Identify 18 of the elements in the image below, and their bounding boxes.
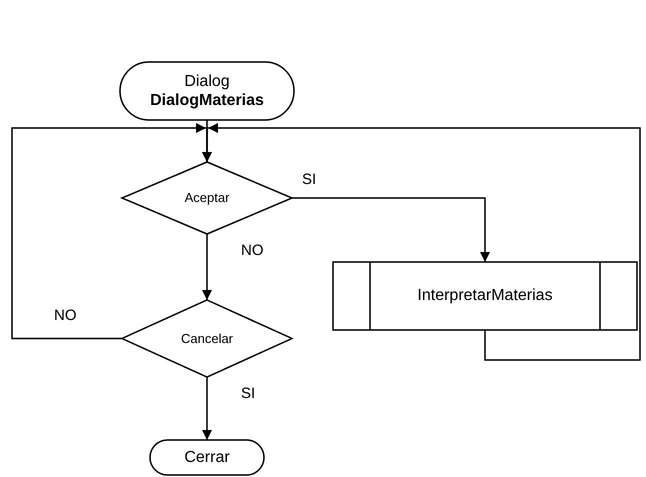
edge-label: SI — [302, 171, 316, 188]
node-label: Aceptar — [184, 190, 230, 206]
node-label: InterpretarMaterias — [417, 286, 553, 306]
arrow — [11, 123, 212, 340]
edge-label: NO — [54, 306, 76, 324]
arrow — [202, 377, 212, 440]
decision-diamond — [120, 299, 294, 378]
arrow — [292, 197, 490, 262]
edge-label: SI — [241, 385, 256, 402]
decision-diamond — [120, 161, 294, 235]
terminal-shape — [149, 439, 265, 476]
node-label: Cancelar — [180, 330, 234, 346]
node-label: Dialog — [184, 72, 230, 91]
edge-label: NO — [241, 242, 264, 259]
node-label: Cerrar — [184, 448, 230, 468]
arrow — [202, 234, 212, 300]
subprocess-box — [332, 261, 638, 331]
node-subtitle: DialogMaterias — [150, 91, 264, 110]
